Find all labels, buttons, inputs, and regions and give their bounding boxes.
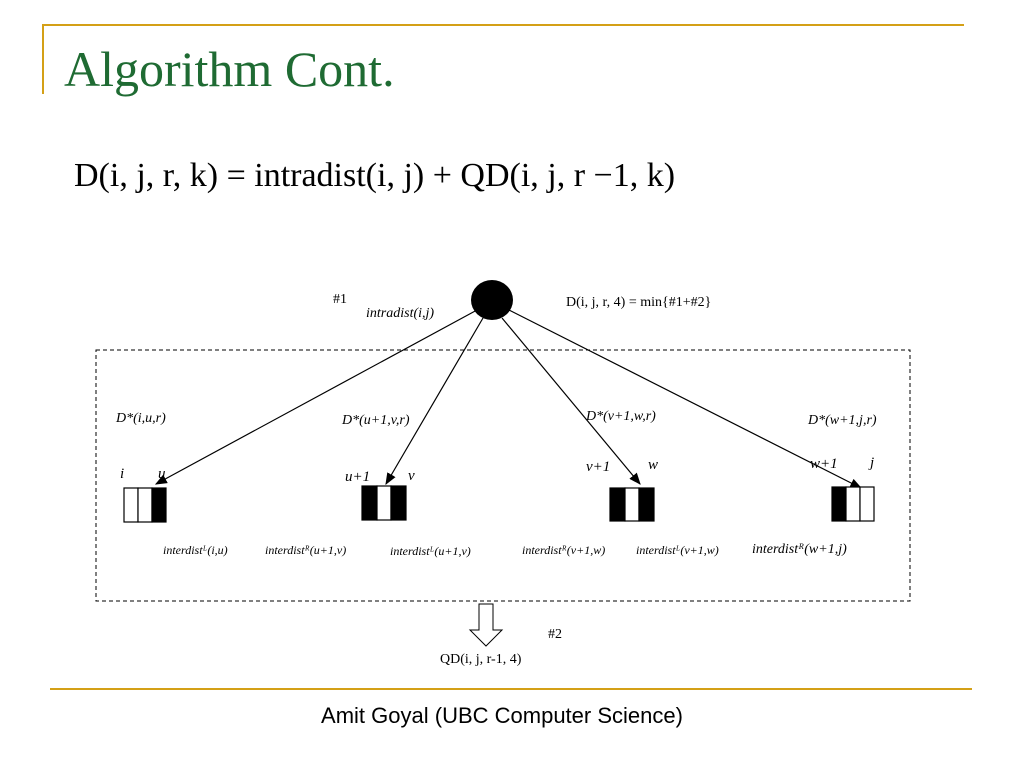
child-4-right-index: j (868, 455, 874, 471)
child-2-right-index: v (408, 468, 415, 484)
root-formula: D(i, j, r, 4) = min{#1+#2} (566, 295, 711, 310)
formula-plus: + (424, 157, 461, 194)
interdist-label-6: interdistᴿ(w+1,j) (752, 542, 847, 557)
interdist-label-2: interdistᴿ(u+1,v) (265, 543, 346, 557)
child-3-left-index: v+1 (586, 459, 610, 475)
slide-footer: Amit Goyal (UBC Computer Science) (321, 703, 683, 728)
edge-to-child-3 (501, 317, 641, 485)
next-tag: #2 (548, 627, 562, 642)
child-3-right-index: w (648, 457, 658, 473)
recurrence-formula: D(i, j, r, k) = intradist(i, j) + QD(i, … (74, 157, 675, 195)
formula-equals: = (218, 157, 255, 194)
left-frame-rule (42, 24, 44, 94)
top-frame-rule (42, 24, 964, 26)
child-4-left-index: w+1 (810, 456, 838, 472)
edge-to-child-2 (385, 317, 484, 486)
formula-qd-term: QD(i, j, r −1, k) (460, 157, 676, 194)
child-1-left-index: i (120, 466, 124, 482)
root-edge-label: intradist(i,j) (366, 306, 434, 321)
child-3-label: D*(v+1,w,r) (585, 409, 656, 424)
slide-title: Algorithm Cont. (64, 41, 395, 97)
edge-to-child-1 (154, 309, 478, 485)
formula-intradist-term: intradist(i, j) (254, 157, 425, 194)
formula-lhs: D(i, j, r, k) (74, 157, 219, 194)
child-2-left-index: u+1 (345, 469, 370, 485)
footer-rule (50, 688, 972, 690)
down-arrow-icon (468, 603, 504, 647)
child-2-bucket-bar (361, 485, 407, 521)
interdist-label-3: interdistᴸ(u+1,v) (390, 544, 471, 558)
next-label: QD(i, j, r-1, 4) (440, 652, 522, 667)
child-2-label: D*(u+1,v,r) (341, 413, 410, 428)
edge-to-child-4 (508, 309, 863, 489)
child-1-label: D*(i,u,r) (115, 411, 166, 426)
child-4-bucket-bar (831, 486, 875, 522)
interdist-label-1: interdistᴸ(i,u) (163, 543, 228, 557)
interdist-label-4: interdistᴿ(v+1,w) (522, 543, 605, 557)
root-tag: #1 (333, 292, 347, 307)
child-3-bucket-bar (609, 487, 655, 522)
child-1-right-index: u (158, 466, 166, 482)
child-4-label: D*(w+1,j,r) (807, 413, 877, 428)
child-1-bucket-bar (123, 487, 167, 523)
root-node (471, 280, 513, 320)
interdist-label-5: interdistᴸ(v+1,w) (636, 543, 719, 557)
subproblem-box (95, 349, 911, 602)
